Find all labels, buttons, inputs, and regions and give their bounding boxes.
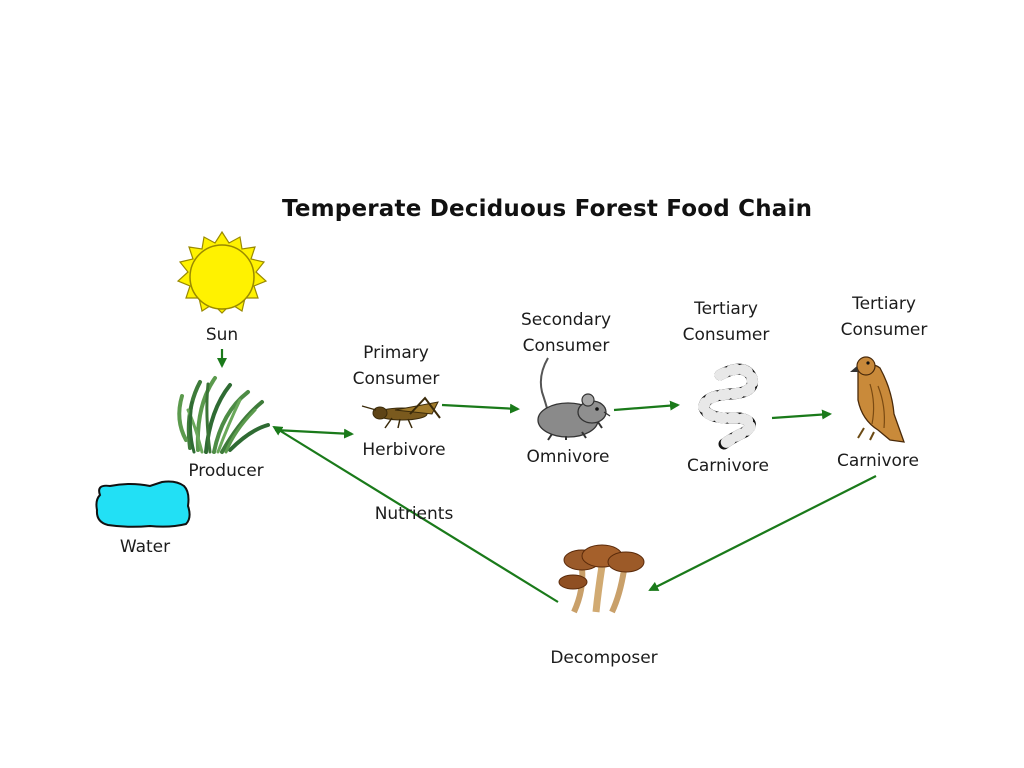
arrow-producer-to-primary	[274, 428, 354, 439]
arrow-secondary-to-snake	[613, 400, 680, 412]
arrow-snake-to-hawk	[771, 409, 832, 420]
hawk-role-line2: Consumer	[840, 320, 928, 340]
diagram-title: Temperate Deciduous Forest Food Chain	[282, 196, 813, 222]
hawk-role-line1: Tertiary	[852, 294, 916, 314]
nutrients-label: Nutrients	[374, 504, 454, 524]
snake-role-line1: Tertiary	[694, 299, 758, 319]
arrow-decomposer-to-producer	[272, 425, 559, 603]
water-icon	[95, 480, 191, 528]
hawk-type-label: Carnivore	[836, 451, 919, 471]
arrow-hawk-to-decomposer	[648, 475, 877, 591]
snake-icon	[698, 363, 758, 450]
water-label: Water	[119, 537, 171, 557]
grass-icon	[177, 376, 270, 454]
arrow-primary-to-secondary	[441, 403, 520, 414]
primary-role-line1: Primary	[363, 343, 429, 363]
sun-icon	[176, 230, 268, 314]
producer-label: Producer	[188, 461, 264, 481]
sun-label: Sun	[205, 325, 239, 345]
secondary-type-label: Omnivore	[526, 447, 610, 467]
secondary-role-line2: Consumer	[522, 336, 610, 356]
secondary-role-line1: Secondary	[520, 310, 612, 330]
primary-role-line2: Consumer	[352, 369, 440, 389]
hawk-icon	[850, 356, 905, 443]
rat-icon	[537, 357, 611, 441]
snake-role-line2: Consumer	[682, 325, 770, 345]
mushroom-icon	[558, 544, 645, 614]
primary-type-label: Herbivore	[362, 440, 446, 460]
grasshopper-icon	[361, 396, 441, 429]
decomposer-label: Decomposer	[550, 648, 658, 668]
arrows	[217, 349, 877, 603]
snake-type-label: Carnivore	[686, 456, 769, 476]
